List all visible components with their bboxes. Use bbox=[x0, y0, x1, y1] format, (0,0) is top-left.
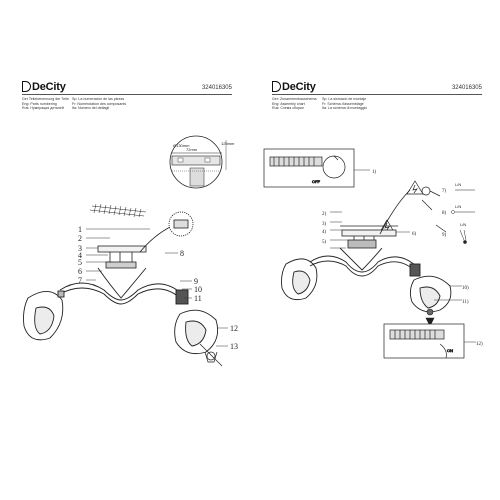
canopy-detail: Ø130mm 72mm 125mm bbox=[169, 135, 235, 189]
title-col-1: Eng: Assembly chart bbox=[272, 101, 305, 106]
leader-lines bbox=[330, 169, 476, 343]
left-shade bbox=[281, 258, 318, 301]
title-col-1: Ger: Zusammenbauschema bbox=[272, 97, 317, 101]
title-col-2: Sp: La numeración de las piezas bbox=[72, 97, 125, 101]
header-rule bbox=[272, 94, 482, 95]
right-shade bbox=[174, 289, 219, 355]
product-code: 324016305 bbox=[201, 85, 232, 91]
part-number-7: 7 bbox=[78, 276, 82, 285]
step-5: 5) bbox=[322, 240, 327, 245]
brand-logo: DeCity bbox=[272, 81, 316, 93]
part-number-10: 10 bbox=[194, 285, 202, 294]
warning-icon bbox=[379, 180, 424, 233]
wire-label-b: L/N bbox=[455, 204, 461, 209]
part-number-8: 8 bbox=[180, 249, 184, 258]
wiring-legend bbox=[451, 189, 475, 244]
step-12: 12) bbox=[476, 342, 483, 347]
step-9: 9) bbox=[442, 233, 447, 238]
product-code: 324016305 bbox=[451, 85, 482, 91]
power-off-box: OFF bbox=[263, 148, 355, 188]
part-number-13: 13 bbox=[230, 342, 238, 351]
part-number-2: 2 bbox=[78, 234, 82, 243]
height-label: 125mm bbox=[221, 141, 235, 146]
brand-logo: DeCity bbox=[22, 81, 66, 93]
step-2: 2) bbox=[322, 212, 327, 217]
parts-numbering-page: DeCity 324016305 Ger Teilebenennung der … bbox=[22, 81, 238, 367]
step-11: 11) bbox=[462, 300, 469, 305]
step-10: 10) bbox=[462, 286, 469, 291]
title-col-2: Ita: La schema di montaggio bbox=[322, 106, 368, 111]
title-col-1: Ger Teilebenennung der Teile bbox=[22, 97, 69, 101]
on-label: ON bbox=[447, 348, 453, 353]
brand-name: DeCity bbox=[282, 81, 316, 93]
ceiling-hatch bbox=[89, 203, 147, 218]
mounting-bracket bbox=[340, 189, 411, 249]
logo-mark-icon bbox=[22, 81, 31, 92]
title-col-2: Sp: La sismacio de montaje bbox=[322, 97, 367, 101]
part-number-6: 6 bbox=[78, 267, 82, 276]
diameter-label: Ø130mm bbox=[173, 143, 190, 148]
title-col-2: Fr: Schéma d'assemblage bbox=[322, 101, 364, 106]
multilingual-titles: Ger: Zusammenbauschema Sp: La sismacio de… bbox=[272, 97, 367, 111]
title-col-2: Fr: Numérotation des composants bbox=[72, 101, 127, 106]
parts-diagram: Ø130mm 72mm 125mm bbox=[23, 135, 238, 367]
off-label: OFF bbox=[312, 179, 321, 184]
brand-name: DeCity bbox=[32, 81, 66, 93]
title-row: Rus: Схема сборки Ita: La schema di monta… bbox=[272, 106, 367, 111]
lamp-body bbox=[59, 267, 183, 305]
step-1: 1) bbox=[372, 170, 377, 175]
assembly-chart-page: DeCity 324016305 Ger: Zusammenbauschema S… bbox=[250, 0, 500, 500]
title-col-2: Ita: Numero dei dettagli bbox=[72, 106, 110, 111]
part-number-4: 4 bbox=[78, 251, 82, 260]
title-row: Ger: Zusammenbauschema Sp: La sismacio de… bbox=[272, 97, 367, 102]
step-3: 3) bbox=[322, 222, 327, 227]
part-number-9: 9 bbox=[194, 277, 198, 286]
lamp-body bbox=[309, 247, 417, 277]
logo-mark-icon bbox=[272, 81, 281, 92]
left-shade bbox=[23, 290, 65, 341]
bulb bbox=[425, 308, 435, 327]
wire-label-c: L/N bbox=[460, 222, 466, 227]
right-shade bbox=[409, 263, 452, 313]
step-7: 7) bbox=[442, 189, 447, 194]
part-number-5: 5 bbox=[78, 258, 82, 267]
step-8: 8) bbox=[442, 211, 447, 216]
title-col-1: Eng: Parts numbering bbox=[22, 101, 57, 106]
mounting-assembly bbox=[97, 211, 194, 269]
tools-icons bbox=[421, 186, 447, 233]
header-rule bbox=[22, 94, 232, 95]
title-col-1: Rus: Нумерация деталей bbox=[22, 106, 64, 111]
assembly-diagram: OFF bbox=[263, 148, 483, 359]
part-number-1: 1 bbox=[78, 225, 82, 234]
power-on-box: ON bbox=[383, 323, 465, 359]
part-number-11: 11 bbox=[194, 294, 202, 303]
leader-lines bbox=[86, 228, 228, 347]
title-row: Rus: Нумерация деталей Ita: Numero dei de… bbox=[22, 106, 126, 111]
width-label: 72mm bbox=[186, 147, 198, 152]
step-4: 4) bbox=[322, 230, 327, 235]
step-6: 6) bbox=[412, 232, 417, 237]
part-number-12: 12 bbox=[230, 324, 238, 333]
title-row: Eng: Assembly chart Fr: Schéma d'assembla… bbox=[272, 102, 367, 107]
title-col-1: Rus: Схема сборки bbox=[272, 106, 304, 111]
bulb bbox=[199, 343, 223, 367]
wire-label-a: L/N bbox=[455, 182, 461, 187]
title-row: Eng: Parts numbering Fr: Numérotation des… bbox=[22, 102, 126, 107]
part-number-3: 3 bbox=[78, 244, 82, 253]
